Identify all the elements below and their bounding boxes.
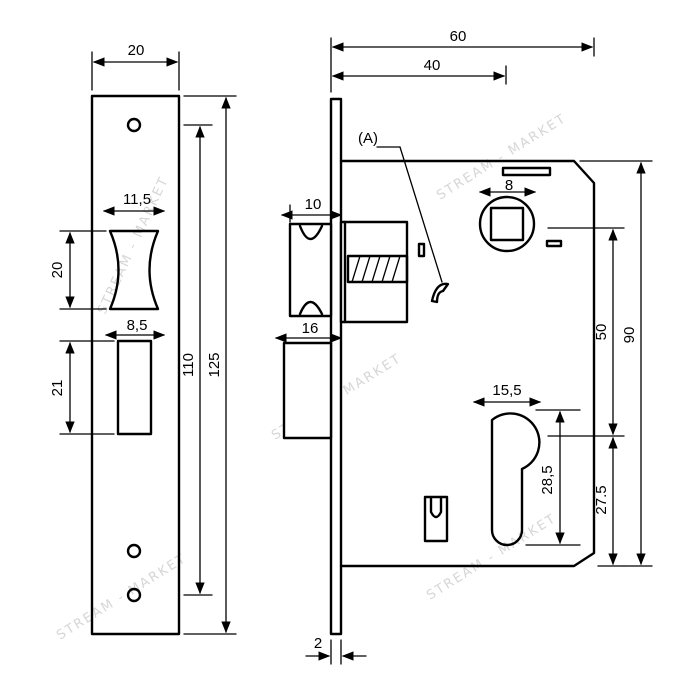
- strike-screw-hole-bottom-2: [126, 587, 142, 603]
- faceplate: [329, 97, 343, 636]
- slot-width-label: 8,5: [127, 317, 148, 334]
- strike-plate-outline: [90, 94, 181, 636]
- watermark-1: STREAM - MARKET: [434, 111, 569, 203]
- latch-bolt-cut-top: [298, 224, 324, 241]
- body-height-label: 90: [621, 327, 638, 344]
- window-width-label: 11,5: [123, 191, 151, 208]
- cylinder-to-bottom-label: 27.5: [593, 485, 610, 514]
- dead-bolt: [282, 341, 333, 440]
- strike-dimensions: 20 11,5 20 8,5 21 110 125: [49, 42, 237, 635]
- total-height-label: 125: [206, 352, 223, 377]
- lock-body: (A): [282, 97, 596, 636]
- detail-a-hook: [430, 282, 450, 304]
- strike-screw-hole-top: [126, 117, 142, 133]
- spring-hatching: [351, 255, 401, 283]
- latch-projection-label: 10: [305, 196, 322, 213]
- strike-screw-hole-bottom-1: [126, 543, 142, 559]
- bolt-projection-label: 16: [302, 320, 319, 337]
- total-depth-label: 60: [450, 28, 467, 45]
- latch-housing: [339, 220, 409, 324]
- latch-spring: [346, 254, 409, 284]
- cylinder-height-label: 28,5: [539, 465, 556, 494]
- slot-height-label: 21: [49, 380, 66, 397]
- spindle-square: [489, 206, 525, 242]
- follower-hub: [478, 195, 536, 253]
- strike-bolt-slot: [116, 339, 153, 436]
- center-distance-label: 50: [593, 324, 610, 341]
- latch-bolt-cut-bottom: [298, 300, 324, 316]
- backset-label: 40: [424, 57, 441, 74]
- cylinder-width-label: 15,5: [492, 382, 521, 399]
- side-slot: [545, 239, 563, 248]
- strike-width-label: 20: [128, 42, 145, 59]
- watermark-3: STREAM - MARKET: [54, 551, 189, 643]
- detail-a-label: (A): [358, 130, 378, 147]
- bottom-latch-cutout: [423, 495, 449, 543]
- faceplate-thickness-label: 2: [314, 635, 322, 652]
- lock-dimensions: 60 40 8 10 16 15,5 28,5 50 27.5: [274, 28, 653, 665]
- inner-height-label: 110: [180, 353, 197, 377]
- cylinder-cutout: [490, 412, 541, 547]
- strike-plate: [90, 94, 181, 636]
- strike-latch-window: [108, 229, 160, 311]
- spindle-label: 8: [505, 177, 513, 194]
- small-slot: [417, 242, 426, 258]
- top-slot: [501, 166, 552, 177]
- lock-case-outline: [339, 159, 596, 568]
- window-height-label: 20: [49, 262, 66, 279]
